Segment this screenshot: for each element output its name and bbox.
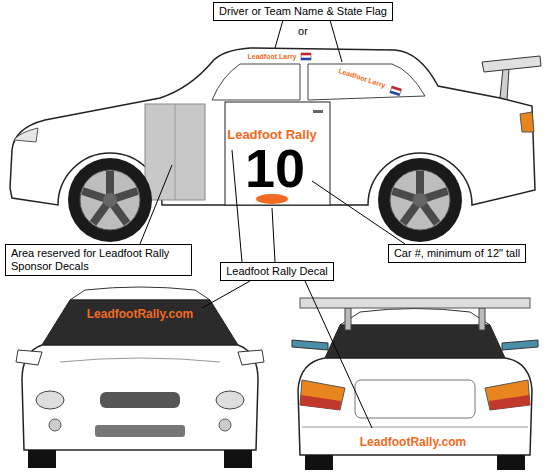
leader-line xyxy=(330,20,342,62)
wing-upright xyxy=(345,308,351,330)
rally-decal-text: Leadfoot Rally xyxy=(227,128,317,141)
grille xyxy=(100,392,180,408)
mirror xyxy=(292,340,328,350)
driver-name-decal: Leadfoot Larry xyxy=(247,53,296,60)
callout-text: Car #, minimum of 12" tall xyxy=(394,247,520,260)
side-window xyxy=(212,64,300,100)
air-intake xyxy=(95,425,185,437)
rear-wheel xyxy=(378,158,462,242)
side-view xyxy=(10,48,541,242)
rear-body xyxy=(298,358,532,455)
leader-line xyxy=(232,150,242,262)
headlight xyxy=(216,391,244,409)
windshield xyxy=(42,300,238,345)
tire xyxy=(305,455,333,470)
leader-line xyxy=(275,20,283,48)
hood-line xyxy=(60,358,220,362)
connector-word: or xyxy=(298,26,308,37)
trunk-lid xyxy=(355,380,475,418)
windshield-decal: LeadfootRally.com xyxy=(87,308,193,320)
rear-wing xyxy=(482,56,541,72)
sponsor-area xyxy=(145,104,205,200)
headlight xyxy=(14,128,38,142)
leader-line xyxy=(202,281,250,308)
fog-light xyxy=(219,419,231,431)
callout-text: Leadfoot Rally Decal xyxy=(226,265,328,278)
panel-seam xyxy=(175,104,176,200)
roof xyxy=(340,309,490,326)
leader-lines xyxy=(140,20,405,428)
fog-light xyxy=(49,419,61,431)
rear-view xyxy=(292,298,538,470)
front-view xyxy=(16,287,264,468)
front-body xyxy=(22,345,258,450)
rear-wing xyxy=(300,298,530,308)
leader-line xyxy=(305,281,372,428)
bumper-decal: LeadfootRally.com xyxy=(360,436,466,448)
state-flag xyxy=(301,53,311,60)
door xyxy=(225,102,330,205)
sponsor-callout: Area reserved for Leadfoot Rally Sponsor… xyxy=(5,244,192,276)
decal-callout: Leadfoot Rally Decal xyxy=(220,262,334,281)
callout-text: Driver or Team Name & State Flag xyxy=(219,5,387,18)
leader-line xyxy=(140,165,172,244)
tire xyxy=(224,450,252,468)
name-callout: Driver or Team Name & State Flag xyxy=(213,2,393,21)
front-wheel xyxy=(68,158,152,242)
mirror xyxy=(16,350,42,365)
rally-logo xyxy=(256,194,288,204)
bumper-line xyxy=(302,427,528,428)
leader-line xyxy=(312,181,405,244)
tail-light xyxy=(520,112,534,132)
rear-window xyxy=(325,325,505,358)
state-flag xyxy=(390,86,402,96)
number-callout: Car #, minimum of 12" tall xyxy=(388,244,526,263)
wing-upright xyxy=(479,308,485,330)
tire xyxy=(497,455,525,470)
tail-light xyxy=(485,380,530,410)
roof xyxy=(70,287,210,300)
spoiler-upright xyxy=(500,68,509,100)
mirror xyxy=(502,340,538,350)
headlight xyxy=(36,391,64,409)
callout-text: Area reserved for Leadfoot Rally Sponsor… xyxy=(11,247,186,273)
leader-line xyxy=(272,208,275,262)
mirror xyxy=(238,350,264,365)
tail-light xyxy=(300,380,345,410)
car-number: 10 xyxy=(245,141,305,195)
tail-light xyxy=(489,395,530,410)
tire xyxy=(28,450,56,468)
door-handle xyxy=(313,110,323,113)
rear-side-window xyxy=(308,64,425,100)
tail-light xyxy=(300,395,341,410)
